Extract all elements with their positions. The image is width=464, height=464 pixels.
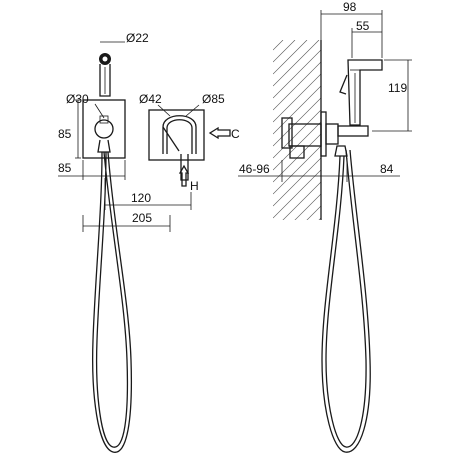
dim-w85: 85 xyxy=(58,161,72,175)
wall-plate xyxy=(82,99,126,159)
dim-d30: Ø30 xyxy=(66,92,89,106)
dim-w98: 98 xyxy=(343,0,357,14)
dim-d22: Ø22 xyxy=(126,31,149,45)
dim-w120: 120 xyxy=(131,191,151,205)
dim-d42: Ø42 xyxy=(139,92,162,106)
side-dimensions: 98 55 119 46-96 84 xyxy=(238,0,412,182)
dim-h85: 85 xyxy=(58,127,72,141)
dim-h119: 119 xyxy=(388,81,407,95)
side-hose xyxy=(321,149,371,453)
wall-section xyxy=(273,40,321,220)
valve-body xyxy=(148,109,205,161)
side-view xyxy=(273,40,383,453)
dim-r4696: 46-96 xyxy=(239,162,270,176)
hot-inlet-label: H xyxy=(190,179,199,193)
cold-inlet-label: C xyxy=(231,127,240,141)
front-view xyxy=(82,53,132,453)
mixer-handle xyxy=(94,119,114,139)
hose xyxy=(92,151,132,453)
dim-w55: 55 xyxy=(356,19,370,33)
valve-section: Ø42 Ø85 C H xyxy=(139,92,240,193)
cold-inlet-arrow xyxy=(208,126,231,140)
dim-w84: 84 xyxy=(380,162,394,176)
dim-w205: 205 xyxy=(132,211,152,225)
hot-inlet-arrow xyxy=(178,164,190,187)
front-dimensions: Ø22 Ø30 85 85 120 205 xyxy=(58,31,192,232)
dim-d85: Ø85 xyxy=(202,92,225,106)
spray-head-body xyxy=(99,64,111,97)
